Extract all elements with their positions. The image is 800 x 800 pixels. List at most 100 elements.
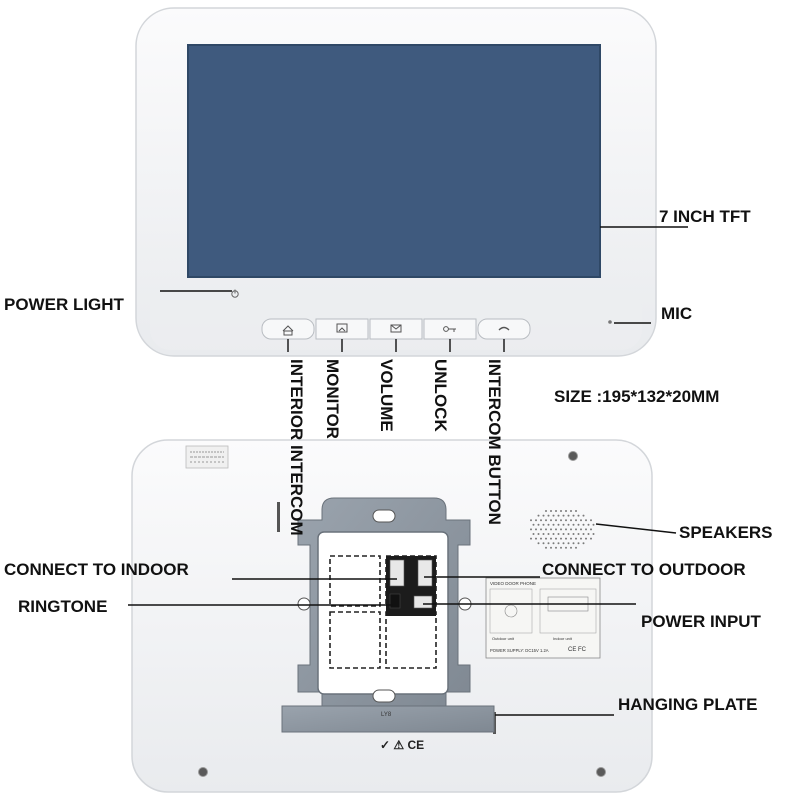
speaker-hole — [590, 519, 592, 522]
indoor-connector — [389, 559, 405, 587]
ringtone-connector — [389, 593, 401, 609]
speaker-hole — [585, 519, 587, 522]
speaker-hole — [560, 510, 562, 512]
speaker-hole — [570, 510, 572, 512]
speaker-hole — [535, 528, 537, 531]
speaker-hole — [590, 528, 592, 531]
speaker-hole — [530, 528, 532, 531]
speaker-hole — [560, 546, 562, 549]
speaker-hole — [535, 537, 537, 540]
wiring-sticker: VIDEO DOOR PHONE Outdoor unit Indoor uni… — [485, 577, 601, 659]
speaker-hole — [542, 533, 545, 535]
speaker-hole — [550, 510, 552, 512]
speaker-hole — [532, 523, 535, 526]
label-connect-indoor: CONNECT TO INDOOR — [4, 560, 189, 579]
speaker-hole — [545, 546, 547, 549]
label-unlock: UNLOCK — [431, 359, 450, 432]
hanging-plate: LY8 — [281, 497, 495, 733]
speaker-hole — [557, 533, 560, 535]
speaker-hole — [565, 537, 567, 540]
speaker-hole — [565, 528, 567, 531]
speaker-hole — [537, 523, 540, 526]
label-size: SIZE :195*132*20MM — [554, 387, 719, 406]
button-strip — [261, 318, 531, 340]
speaker-hole — [575, 546, 577, 549]
speaker-hole — [545, 528, 547, 531]
cert-marks: ✓ ⚠ CE — [380, 738, 424, 752]
speaker-hole — [565, 510, 567, 512]
speaker-hole — [552, 533, 555, 535]
speaker-hole — [582, 533, 585, 535]
speaker-hole — [590, 537, 592, 540]
intercom-button[interactable] — [477, 318, 531, 340]
speaker-hole — [567, 514, 570, 517]
speaker-hole — [547, 514, 550, 517]
monitor-button[interactable] — [315, 318, 369, 340]
speaker-hole — [570, 546, 572, 549]
speaker-hole — [552, 514, 555, 517]
speaker-hole — [567, 523, 570, 526]
speaker-hole — [540, 537, 542, 540]
label-hanging-plate: HANGING PLATE — [618, 695, 757, 714]
power-icon — [231, 289, 239, 298]
leader-lines — [128, 226, 688, 716]
qc-sticker — [185, 445, 229, 469]
speaker-hole — [547, 542, 550, 545]
speaker-hole — [577, 542, 580, 545]
speaker-hole — [555, 528, 557, 531]
speaker-hole — [557, 514, 560, 517]
speaker-hole — [550, 519, 552, 522]
speaker-hole — [575, 510, 577, 512]
speaker-hole — [562, 533, 565, 535]
speaker-hole — [542, 523, 545, 526]
speaker-hole — [540, 528, 542, 531]
speaker-hole — [572, 523, 575, 526]
label-speakers: SPEAKERS — [679, 523, 773, 542]
screw — [568, 451, 578, 461]
speaker-hole — [550, 546, 552, 549]
speaker-hole — [570, 519, 572, 522]
speaker-hole — [587, 533, 590, 535]
speaker-hole — [570, 528, 572, 531]
speaker-hole — [560, 519, 562, 522]
labels: 7 INCH TFT POWER LIGHT MIC SIZE :195*132… — [4, 207, 773, 714]
speaker-hole — [557, 542, 560, 545]
speaker-hole — [557, 523, 560, 526]
speaker-hole — [550, 537, 552, 540]
interior-intercom-button[interactable] — [261, 318, 315, 340]
speaker-hole — [555, 510, 557, 512]
speaker-hole — [580, 519, 582, 522]
label-interior-intercom: INTERIOR INTERCOM — [287, 359, 306, 536]
screw — [596, 767, 606, 777]
speaker-hole — [562, 514, 565, 517]
speaker-hole — [542, 542, 545, 545]
speaker-hole — [572, 542, 575, 545]
cert-marks-small: CE FC — [568, 647, 587, 653]
speaker-hole — [545, 537, 547, 540]
speaker-hole — [537, 514, 540, 517]
speaker-hole — [545, 510, 547, 512]
speaker-hole — [565, 546, 567, 549]
speaker-hole — [545, 519, 547, 522]
speaker-hole — [585, 537, 587, 540]
speaker-hole — [552, 523, 555, 526]
intercom-house-icon — [282, 325, 294, 336]
speaker-hole — [537, 542, 540, 545]
speaker-hole — [562, 523, 565, 526]
speaker-hole — [542, 514, 545, 517]
speaker-hole — [592, 523, 595, 526]
speaker-hole — [567, 533, 570, 535]
outdoor-connector — [417, 559, 433, 587]
speaker-hole — [530, 537, 532, 540]
speaker-hole — [550, 528, 552, 531]
label-monitor: MONITOR — [323, 359, 342, 439]
speaker-hole — [540, 519, 542, 522]
label-7-inch-tft: 7 INCH TFT — [659, 207, 751, 226]
speaker-hole — [567, 542, 570, 545]
speaker-hole — [572, 514, 575, 517]
speaker-hole — [582, 542, 585, 545]
speaker-hole — [580, 528, 582, 531]
sticker-title: VIDEO DOOR PHONE — [490, 581, 536, 586]
back-panel: VIDEO DOOR PHONE Outdoor unit Indoor uni… — [131, 439, 653, 793]
